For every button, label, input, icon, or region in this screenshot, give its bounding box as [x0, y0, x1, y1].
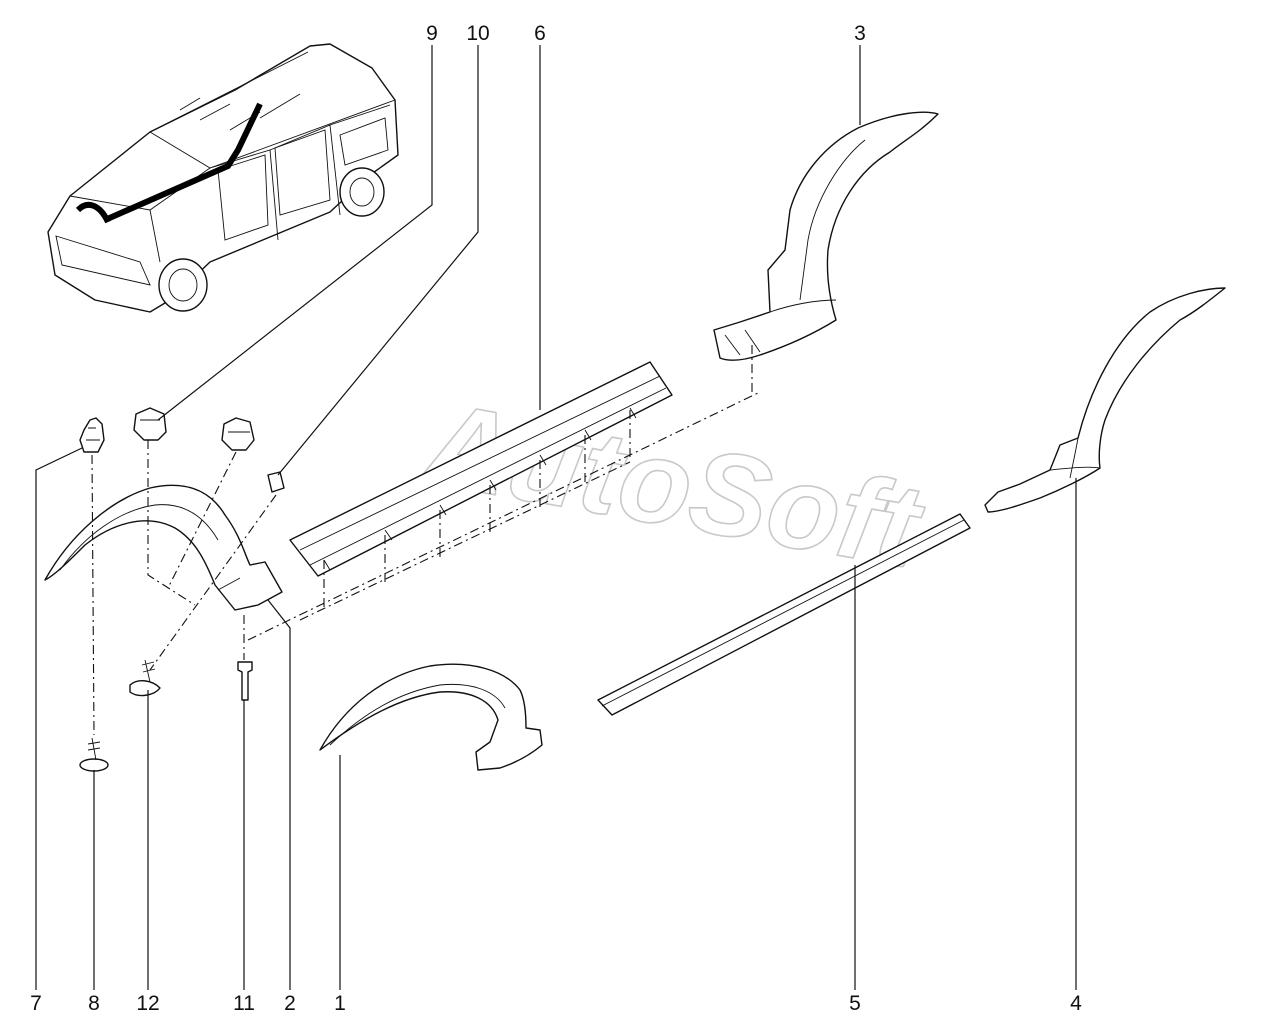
part-9-clip — [133, 407, 167, 441]
callout-12: 12 — [136, 992, 159, 1015]
callout-6: 6 — [534, 22, 546, 45]
callout-8: 8 — [88, 992, 100, 1015]
part-7-clip — [79, 417, 105, 453]
part-10-clip — [221, 417, 255, 451]
callout-5: 5 — [849, 992, 861, 1015]
callout-3: 3 — [854, 22, 866, 45]
callout-7: 7 — [30, 992, 42, 1015]
callout-1: 1 — [334, 992, 346, 1015]
leader-lines — [35, 45, 1077, 990]
part-8-screw — [79, 737, 109, 772]
part-12-screw — [129, 659, 161, 697]
part-1-arch — [319, 663, 543, 771]
callout-4: 4 — [1070, 992, 1082, 1015]
part-4-rear-arch — [984, 287, 1226, 513]
part-6-sill-strip-upper — [289, 361, 673, 577]
part-10-nut — [267, 471, 285, 493]
part-3-front-arch — [713, 111, 939, 361]
callout-10: 10 — [466, 22, 489, 45]
callout-labels: 9 10 6 3 7 8 12 11 2 1 5 4 — [30, 22, 1082, 1015]
part-11-pin — [237, 661, 253, 701]
part-5-sill-strip-lower — [597, 513, 971, 716]
part-2-left-arch — [44, 484, 283, 611]
callout-9: 9 — [426, 22, 438, 45]
callout-11: 11 — [233, 992, 255, 1015]
assembly-lines — [91, 345, 761, 736]
callout-2: 2 — [284, 992, 296, 1015]
vehicle-thumbnail — [47, 43, 399, 313]
